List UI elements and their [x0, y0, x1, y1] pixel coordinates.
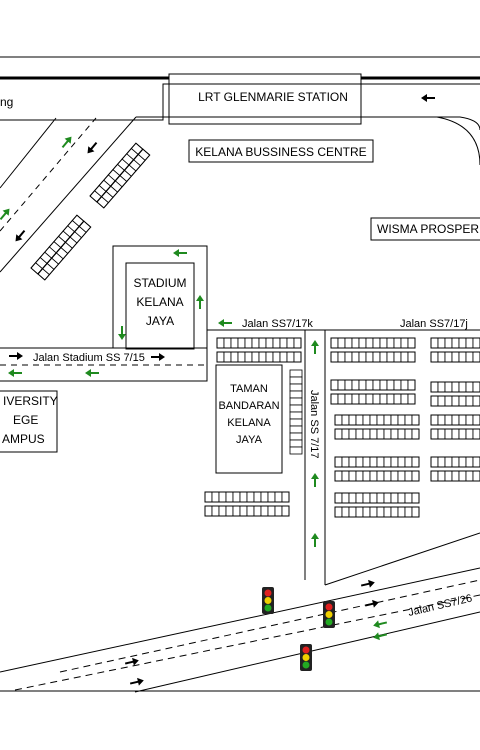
direction-arrow-icon	[118, 326, 126, 340]
direction-arrow-icon	[9, 352, 23, 360]
traffic-light-icon	[262, 587, 274, 614]
parking-bay-row	[430, 351, 480, 363]
ss7-26-label: Jalan SS7/26	[407, 593, 473, 619]
stadium-label-2: KELANA	[136, 295, 183, 309]
ss7-17k-label: Jalan SS7/17k	[242, 318, 313, 330]
parking-bay-row	[330, 351, 416, 363]
direction-arrow-icon	[360, 579, 375, 588]
university-label-1: IVERSITY	[3, 394, 58, 408]
parking-bay-diag-1	[89, 142, 144, 203]
direction-arrow-icon	[61, 136, 72, 149]
ss7-26-edge-2	[0, 567, 480, 673]
diagonal-road-center	[0, 117, 97, 232]
traffic-light-icon	[323, 601, 335, 628]
parking-bay-row	[216, 351, 302, 363]
diagonal-road-left	[0, 117, 57, 189]
stadium-label-1: STADIUM	[133, 276, 186, 290]
stadium-road-label: Jalan Stadium SS 7/15	[33, 352, 145, 364]
taman-label-1: TAMAN	[230, 383, 268, 395]
parking-bay-row	[430, 395, 480, 407]
parking-bay-row	[430, 470, 480, 482]
kbc-box	[188, 139, 374, 163]
university-label-2: EGE	[13, 413, 38, 427]
direction-arrow-icon	[85, 369, 99, 377]
direction-arrow-icon	[421, 94, 435, 102]
parking-bay-row	[330, 393, 416, 405]
lrt-station-label: LRT GLENMARIE STATION	[198, 90, 348, 104]
taman-box	[215, 364, 283, 474]
parking-bay-row	[334, 414, 420, 426]
direction-arrow-icon	[173, 249, 187, 257]
station-road	[0, 83, 480, 121]
parking-bay-column	[289, 369, 303, 455]
top-left-label: ng	[0, 95, 13, 109]
lrt-station-box	[168, 73, 362, 125]
ss7-17-label: Jalan SS 7/17	[308, 390, 320, 459]
wisma-box	[370, 217, 480, 241]
parking-bays	[30, 142, 480, 518]
east-road-curve	[436, 116, 480, 166]
stadium-road	[112, 245, 480, 348]
parking-bay-row	[204, 505, 290, 517]
direction-arrow-icon	[124, 657, 139, 666]
stadium-road-bottom-edge	[0, 330, 208, 382]
direction-arrow-icon	[311, 340, 319, 354]
parking-bay-row	[334, 470, 420, 482]
ss7-17j-label: Jalan SS7/17j	[400, 318, 468, 330]
parking-bay-row	[330, 379, 416, 391]
direction-arrow-icon	[311, 473, 319, 487]
university-box	[0, 390, 58, 453]
parking-bay-row	[216, 337, 302, 349]
direction-arrow-icon	[196, 295, 204, 309]
parking-bay-row	[430, 456, 480, 468]
direction-arrow-icon	[364, 599, 379, 608]
parking-bay-diag-1b	[96, 148, 151, 209]
direction-arrow-icon	[0, 208, 10, 221]
direction-arrow-icon	[373, 632, 388, 641]
parking-bay-row	[204, 491, 290, 503]
parking-bay-row	[334, 492, 420, 504]
taman-label-4: JAYA	[236, 434, 263, 446]
ss7-26-edge-1	[324, 532, 480, 586]
parking-bay-row	[430, 414, 480, 426]
parking-bay-row	[334, 506, 420, 518]
taman-label-2: BANDARAN	[218, 400, 279, 412]
direction-arrow-icon	[373, 620, 388, 629]
direction-arrow-icon	[218, 319, 232, 327]
parking-bay-row	[334, 456, 420, 468]
direction-arrow-icon	[87, 141, 98, 154]
direction-arrow-icon	[15, 229, 26, 242]
wisma-label: WISMA PROSPER	[377, 222, 479, 236]
parking-bay-diag-2b	[37, 220, 92, 281]
parking-bay-diag-2	[30, 214, 85, 275]
direction-arrow-icon	[151, 353, 165, 361]
stadium-box	[125, 262, 195, 350]
direction-arrows	[0, 94, 435, 686]
parking-bay-row	[430, 428, 480, 440]
direction-arrow-icon	[129, 677, 144, 686]
direction-arrow-icon	[8, 369, 22, 377]
kbc-label: KELANA BUSSINESS CENTRE	[195, 145, 366, 159]
parking-bay-row	[334, 428, 420, 440]
stadium-label-3: JAYA	[146, 314, 174, 328]
direction-arrow-icon	[311, 533, 319, 547]
diagonal-road-right	[0, 116, 137, 273]
traffic-light-icon	[300, 644, 312, 671]
parking-bay-row	[330, 337, 416, 349]
parking-bay-row	[430, 337, 480, 349]
traffic-lights	[262, 587, 335, 671]
stadium-road-label-bg	[30, 350, 148, 363]
taman-label-3: KELANA	[227, 417, 271, 429]
parking-bay-row	[430, 381, 480, 393]
university-label-3: AMPUS	[2, 432, 45, 446]
